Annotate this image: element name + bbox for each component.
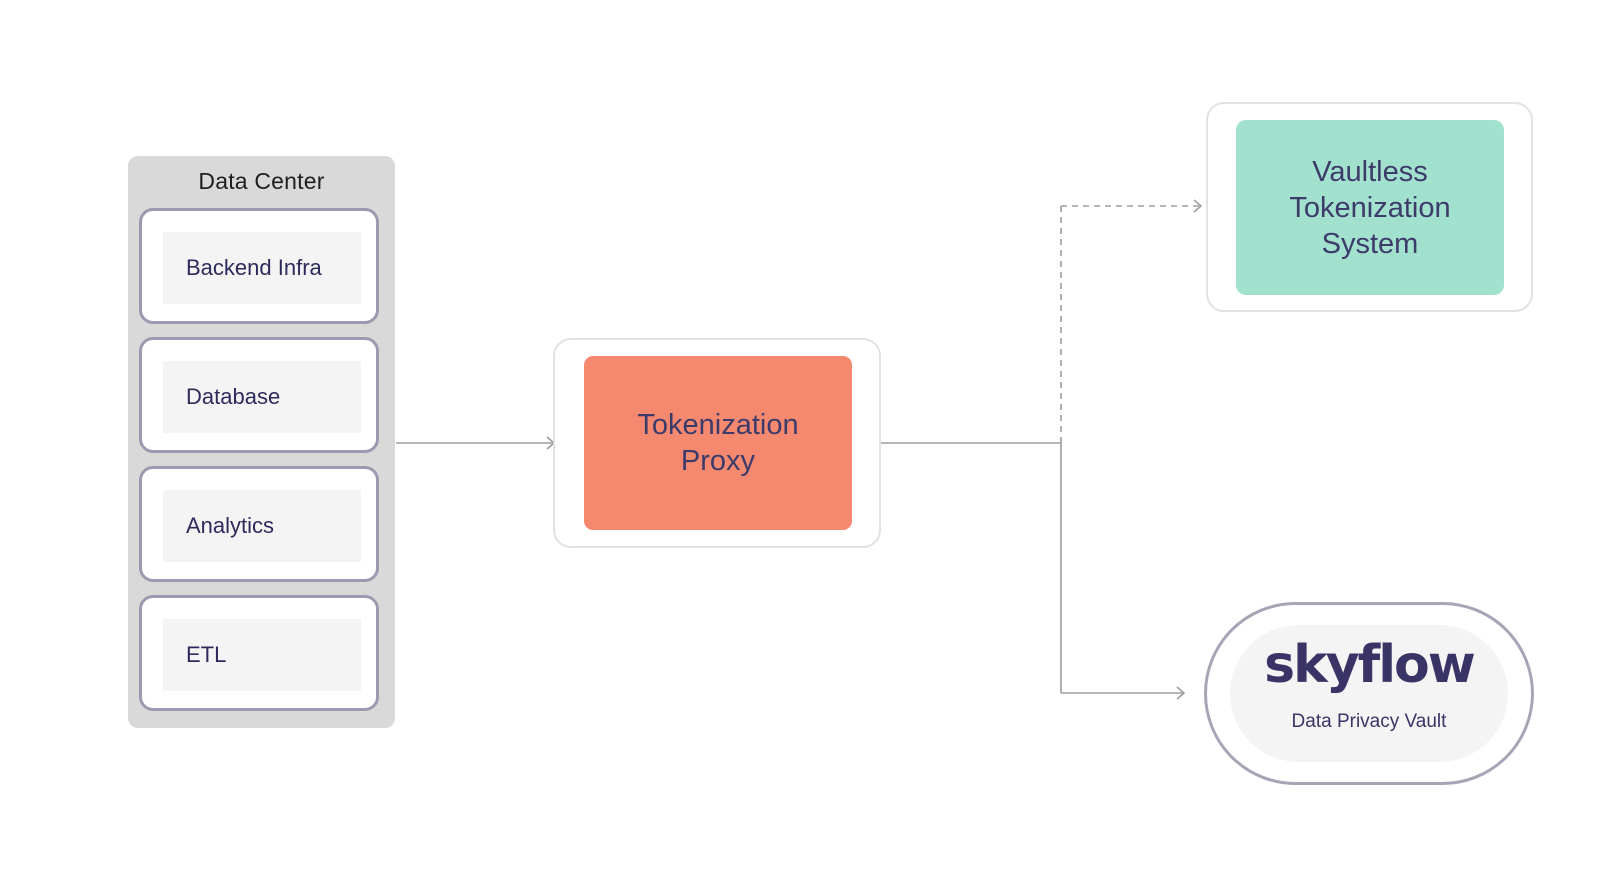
skyflow-arrowhead — [1176, 686, 1186, 700]
skyflow-subtitle: Data Privacy Vault — [1291, 711, 1447, 732]
tokenization-proxy-frame: Tokenization Proxy — [553, 338, 881, 548]
vaultless-tokenization-label: Vaultless Tokenization System — [1289, 154, 1450, 262]
vaultless-label-line-1: Vaultless — [1312, 155, 1428, 188]
dc-item-label: Backend Infra — [163, 232, 361, 304]
vaultless-tokenization-frame: Vaultless Tokenization System — [1206, 102, 1533, 312]
data-center-title: Data Center — [198, 168, 325, 194]
dc-item-database[interactable]: Database — [139, 337, 379, 453]
vaultless-tokenization-node[interactable]: Vaultless Tokenization System — [1236, 120, 1504, 295]
data-center-panel: Data Center Backend Infra Database Analy… — [128, 156, 395, 728]
tokenization-proxy-node[interactable]: Tokenization Proxy — [584, 356, 852, 530]
proxy-label-line-2: Proxy — [680, 445, 756, 477]
skyflow-logo: skyflow — [1264, 635, 1476, 695]
proxy-label-line-1: Tokenization — [637, 409, 799, 441]
vaultless-arrowhead — [1193, 199, 1203, 213]
vaultless-label-line-2: Tokenization — [1289, 191, 1451, 224]
vaultless-label-line-3: System — [1321, 227, 1419, 260]
dc-item-analytics[interactable]: Analytics — [139, 466, 379, 582]
dc-item-backend-infra[interactable]: Backend Infra — [139, 208, 379, 324]
dc-item-label: Analytics — [163, 490, 361, 562]
dc-item-etl[interactable]: ETL — [139, 595, 379, 711]
tokenization-proxy-label: Tokenization Proxy — [637, 407, 798, 479]
dc-item-label: Database — [163, 361, 361, 433]
skyflow-vault-node[interactable]: skyflow Data Privacy Vault — [1230, 625, 1508, 762]
skyflow-vault-frame: skyflow Data Privacy Vault — [1204, 602, 1534, 785]
dc-item-label: ETL — [163, 619, 361, 691]
